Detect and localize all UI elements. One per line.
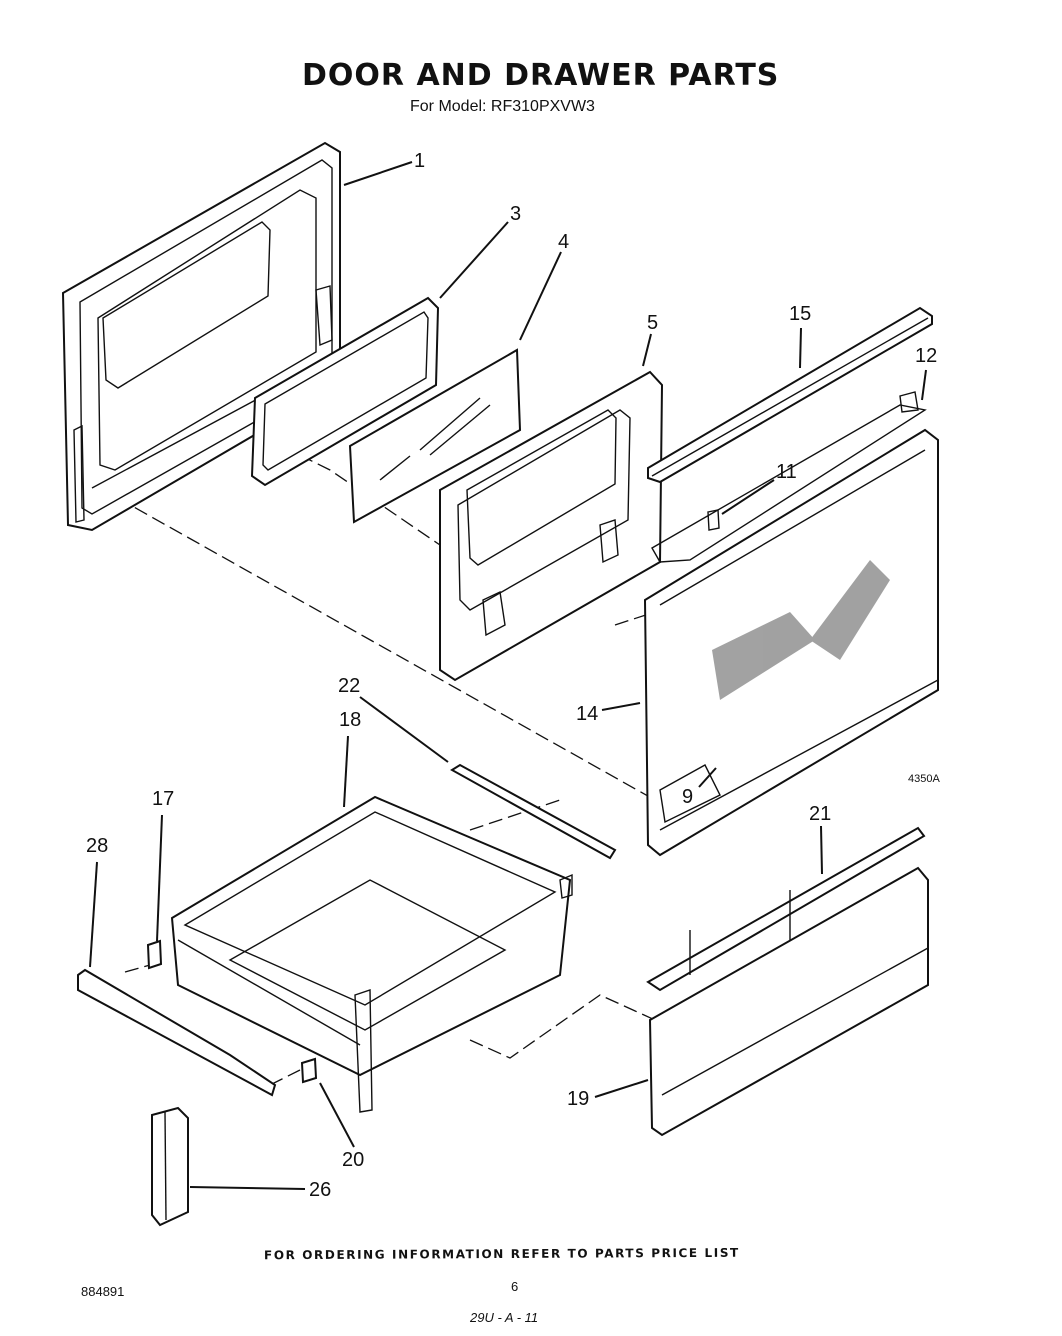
callout-12: 12 <box>915 345 937 367</box>
callout-5: 5 <box>647 312 658 334</box>
callout-11: 11 <box>776 461 797 483</box>
callout-21: 21 <box>809 803 831 825</box>
drawer-end-bracket <box>151 1106 189 1227</box>
drawer-panel-top-trim <box>646 826 926 992</box>
alignment-lines <box>99 377 656 1086</box>
callout-28: 28 <box>86 835 108 857</box>
model-subtitle: For Model: RF310PXVW3 <box>410 98 595 115</box>
callout-19: 19 <box>567 1088 589 1110</box>
drawer-glide-front <box>146 939 163 970</box>
door-window-glass <box>348 348 522 524</box>
handwritten-note: 29U - A - 11 <box>470 1310 539 1325</box>
callout-26: 26 <box>309 1179 331 1201</box>
reflection-shading <box>712 560 890 700</box>
ordering-note: FOR ORDERING INFORMATION REFER TO PARTS … <box>263 1245 740 1263</box>
door-top-trim <box>647 306 933 484</box>
callout-17: 17 <box>152 788 174 810</box>
callout-4: 4 <box>558 231 569 253</box>
callout-labels: 1 3 4 5 15 12 11 14 9 22 18 17 28 21 19 … <box>86 150 940 1201</box>
door-gasket-frame <box>250 296 440 487</box>
document-number: 884891 <box>81 1284 125 1299</box>
callout-1: 1 <box>414 150 425 172</box>
drawer-box <box>170 795 573 1113</box>
callout-22: 22 <box>338 675 360 697</box>
drawer-glide-rear <box>300 1057 318 1084</box>
drawer-rail <box>450 763 617 860</box>
drawer-side-rail <box>77 968 277 1097</box>
callout-3: 3 <box>510 203 521 225</box>
page-title: DOOR AND DRAWER PARTS <box>302 58 780 93</box>
door-handle-bracket <box>651 391 927 563</box>
drawer-front-panel <box>648 866 929 1137</box>
callout-20: 20 <box>342 1149 364 1171</box>
callout-leaders <box>89 161 927 1190</box>
callout-14: 14 <box>576 703 598 725</box>
figure-code: 4350A <box>908 773 940 785</box>
outer-door-panel <box>61 141 341 532</box>
callout-18: 18 <box>339 709 361 731</box>
callout-15: 15 <box>789 303 811 325</box>
outer-door-glass-panel <box>643 428 939 857</box>
page-number: 6 <box>511 1279 519 1294</box>
callout-9: 9 <box>682 786 693 808</box>
